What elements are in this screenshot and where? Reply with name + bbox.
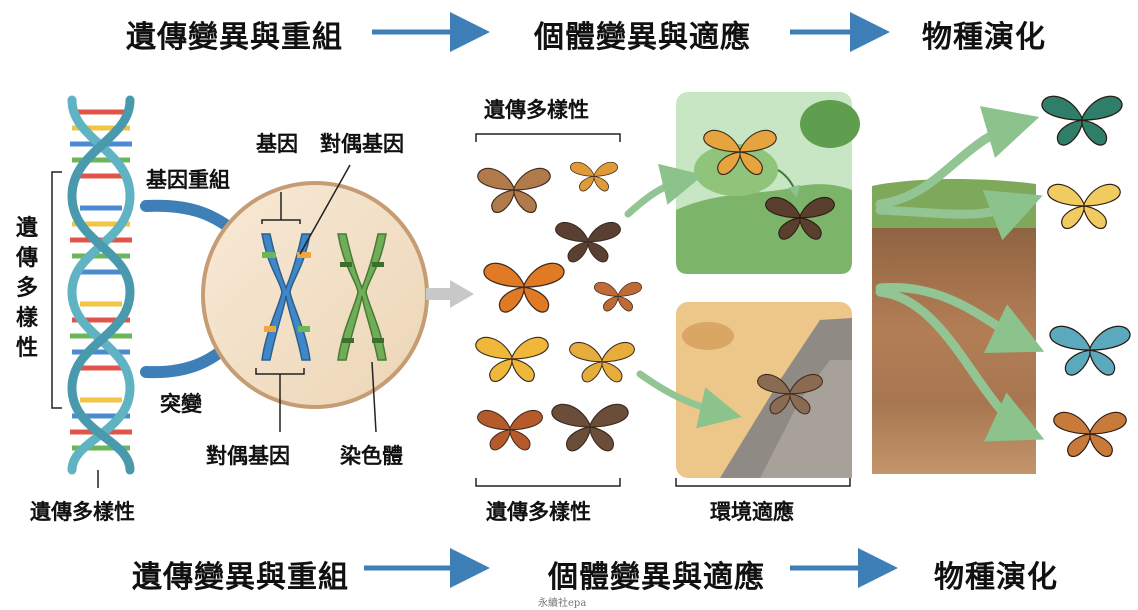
bottom-flow-step2: 個體變異與適應 bbox=[548, 552, 765, 596]
watermark: 永續社epa bbox=[538, 594, 586, 609]
allele-top-label: 對偶基因 bbox=[320, 128, 404, 158]
dna-side-label-char: 遺 bbox=[14, 214, 40, 244]
top-flow-step3: 物種演化 bbox=[922, 12, 1046, 56]
allele-bottom-label: 對偶基因 bbox=[206, 440, 290, 470]
mutation-label: 突變 bbox=[160, 388, 202, 418]
bottom-flow-step1: 遺傳變異與重組 bbox=[132, 552, 349, 596]
dna-side-label-char: 多 bbox=[14, 274, 40, 304]
dna-side-label-char: 傳 bbox=[14, 244, 40, 274]
soil-panel bbox=[872, 179, 1036, 474]
dna-side-label-char: 樣 bbox=[14, 304, 40, 334]
dna-helix bbox=[70, 100, 132, 470]
grey-arrow bbox=[426, 280, 474, 308]
forest-panel bbox=[676, 92, 860, 274]
cell bbox=[203, 183, 427, 407]
bottom-flow-step3: 物種演化 bbox=[934, 552, 1058, 596]
population-top-label: 遺傳多樣性 bbox=[484, 94, 589, 124]
chromosome-label: 染色體 bbox=[340, 440, 403, 470]
dna-bottom-label: 遺傳多樣性 bbox=[30, 496, 135, 526]
population-bottom-label: 遺傳多樣性 bbox=[486, 496, 591, 526]
species-butterflies bbox=[1042, 96, 1130, 456]
rock-panel bbox=[676, 302, 852, 478]
dna-side-label: 遺 傳 多 樣 性 bbox=[14, 214, 40, 364]
top-flow-step1: 遺傳變異與重組 bbox=[126, 12, 343, 56]
recombination-label: 基因重組 bbox=[146, 164, 230, 194]
dna-side-label-char: 性 bbox=[14, 334, 40, 364]
gene-label: 基因 bbox=[256, 128, 298, 158]
population-butterflies bbox=[476, 162, 642, 451]
environment-label: 環境適應 bbox=[710, 496, 794, 526]
top-flow-step2: 個體變異與適應 bbox=[534, 12, 751, 56]
